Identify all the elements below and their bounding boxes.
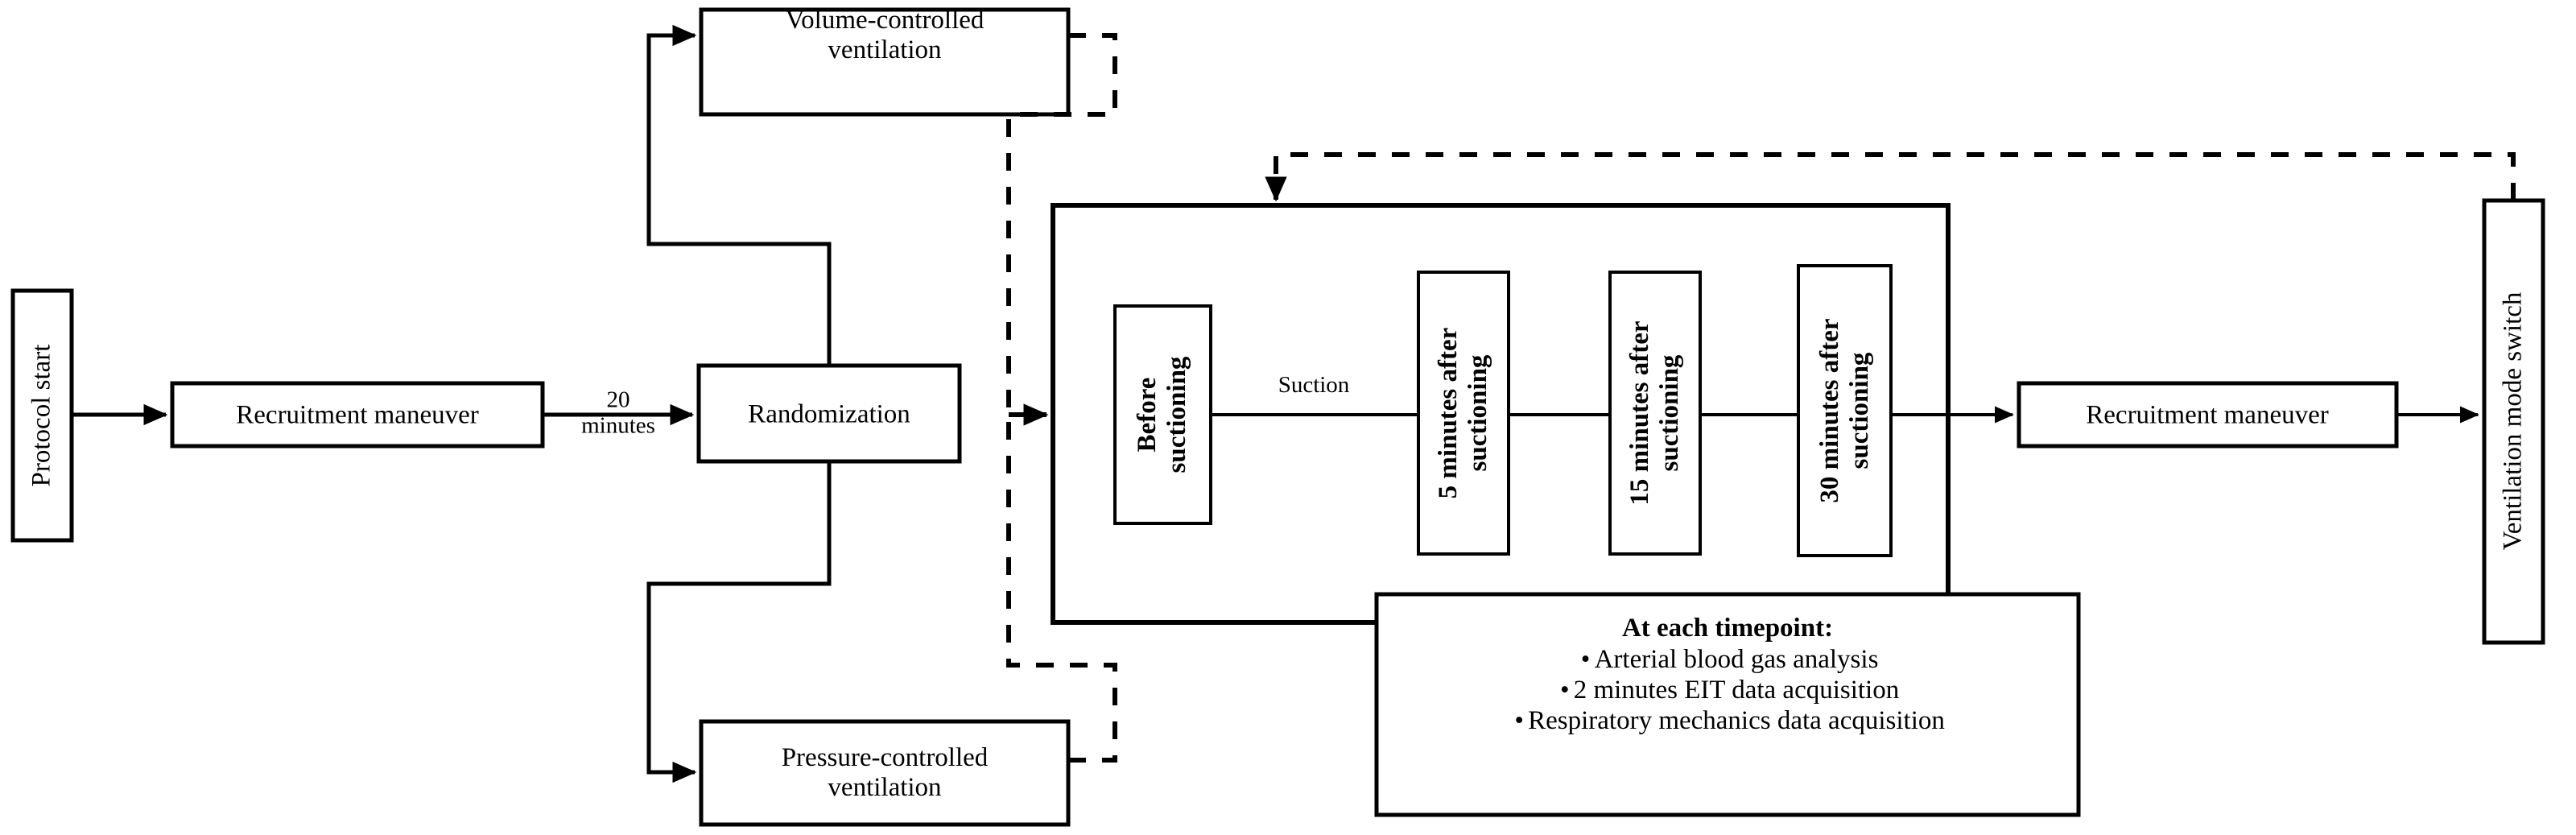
node-5-minutes-after-suctioning[interactable] [1417, 271, 1510, 556]
node-ventilation-mode-switch[interactable] [2482, 198, 2545, 645]
bullet-icon: • [1559, 676, 1570, 705]
list-item-label: Respiratory mechanics data acquisition [1528, 706, 1945, 735]
node-30-minutes-after-suctioning[interactable] [1797, 264, 1893, 557]
list-item-label: Arterial blood gas analysis [1594, 645, 1879, 674]
edge-dashed-feedback-loop [1265, 152, 2516, 202]
panel-bullet-list: •Arterial blood gas analysis •2 minutes … [1377, 645, 2079, 736]
node-recruitment-maneuver-left[interactable] [170, 381, 545, 449]
node-recruitment-maneuver-right[interactable] [2017, 381, 2399, 449]
panel-heading: At each timepoint: [1621, 614, 1834, 643]
edge-dashed-pcv-to-bus [1006, 415, 1117, 763]
edge-randomization-to-vcv [646, 24, 832, 366]
node-randomization[interactable] [696, 363, 962, 464]
list-item: •Arterial blood gas analysis [1377, 645, 2079, 675]
list-item-label: 2 minutes EIT data acquisition [1573, 676, 1900, 705]
node-pressure-controlled-ventilation[interactable] [699, 719, 1071, 827]
node-before-suctioning[interactable] [1113, 304, 1212, 525]
node-15-minutes-after-suctioning[interactable] [1608, 271, 1702, 556]
bullet-icon: • [1514, 706, 1524, 735]
panel-at-each-timepoint-content: At each timepoint: •Arterial blood gas a… [1377, 614, 2079, 737]
panel-at-each-timepoint [1374, 592, 2081, 817]
list-item: •Respiratory mechanics data acquisition [1377, 706, 2079, 736]
bullet-icon: • [1580, 645, 1591, 674]
list-item: •2 minutes EIT data acquisition [1377, 676, 2079, 705]
edge-randomization-to-pcv [646, 461, 832, 783]
node-protocol-start[interactable] [10, 288, 74, 543]
node-volume-controlled-ventilation-body [699, 7, 1071, 117]
